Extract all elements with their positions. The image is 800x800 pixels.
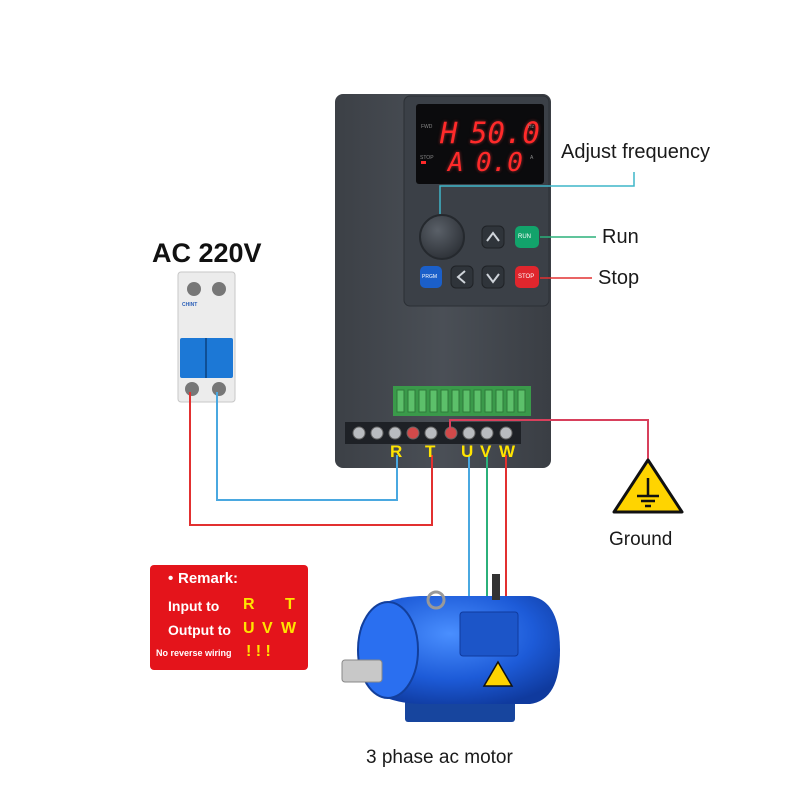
- control-terminal-pin: [396, 389, 405, 413]
- display-tag-fwd: FWD: [421, 124, 433, 130]
- motor-brake-lever: [492, 574, 500, 600]
- control-terminal-pin: [418, 389, 427, 413]
- inverter: [335, 94, 551, 468]
- wire-ground: [449, 419, 649, 462]
- display-bottom-prefix: A: [448, 148, 464, 178]
- control-terminal-pin: [451, 389, 460, 413]
- terminal-screw: [352, 426, 366, 440]
- control-terminal-pin: [462, 389, 471, 413]
- motor-end-cap: [357, 601, 419, 699]
- prog-button[interactable]: [420, 266, 442, 288]
- terminal-screw: [480, 426, 494, 440]
- control-terminal-pin: [429, 389, 438, 413]
- terminal-v-label: V: [480, 442, 492, 461]
- control-terminal-pin: [484, 389, 493, 413]
- adjust-frequency-label: Adjust frequency: [561, 141, 710, 163]
- control-terminal-pin: [440, 389, 449, 413]
- breaker-bottom-screw-2: [212, 382, 226, 396]
- motor-label: 3 phase ac motor: [366, 747, 513, 768]
- terminal-screw: [388, 426, 402, 440]
- motor-base: [405, 700, 515, 722]
- terminal-screw: [424, 426, 438, 440]
- leader-frequency: [439, 172, 635, 214]
- remark-warning: No reverse wiring: [156, 648, 232, 658]
- run-button-label: RUN: [518, 234, 531, 240]
- motor-lifting-eye: [426, 590, 446, 610]
- remark-bullet: •: [168, 570, 174, 587]
- circuit-breaker: [177, 271, 236, 403]
- terminal-t-label: T: [425, 442, 436, 461]
- control-terminal-pin: [506, 389, 515, 413]
- remark-output-label: Output to: [168, 622, 231, 638]
- chevron-down-icon: [486, 273, 500, 284]
- remark-box: • Remark: Input to R T Output to U V W N…: [150, 565, 308, 670]
- display-top-value: 50.0: [470, 116, 540, 150]
- breaker-brand: CHINT: [182, 302, 198, 308]
- breaker-top-screw-2: [212, 282, 226, 296]
- display-tag-amp: A: [530, 155, 534, 161]
- ground-label: Ground: [609, 529, 673, 550]
- prog-button-label: PRGM: [422, 274, 437, 280]
- chevron-left-icon: [456, 270, 466, 284]
- breaker-bottom-screw-1: [185, 382, 199, 396]
- control-terminal-pin: [495, 389, 504, 413]
- run-button[interactable]: [515, 226, 539, 248]
- terminal-r-label: R: [390, 442, 403, 461]
- motor-shaft: [341, 659, 383, 683]
- display-screen: [416, 104, 544, 184]
- remark-title: Remark:: [178, 570, 239, 587]
- wire-input-t: [189, 392, 433, 526]
- display-tag-hz: Hz: [528, 124, 535, 130]
- display-top-prefix: H: [440, 116, 458, 150]
- ground-symbol: [612, 458, 684, 514]
- control-terminal-pins: [396, 389, 526, 413]
- remark-output-w: W: [281, 620, 297, 637]
- display-tag-stop: STOP: [420, 155, 434, 161]
- stop-button[interactable]: [515, 266, 539, 288]
- terminal-screw: [370, 426, 384, 440]
- control-terminal-pin: [473, 389, 482, 413]
- remark-output-v: V: [262, 620, 273, 637]
- motor: [341, 574, 560, 722]
- motor-terminal-box: [459, 611, 519, 657]
- run-label: Run: [602, 226, 639, 248]
- remark-input-label: Input to: [168, 598, 220, 614]
- terminal-screws: [352, 426, 513, 440]
- display-bottom-value: 0.0: [476, 148, 523, 178]
- control-terminal-pin: [407, 389, 416, 413]
- stop-label: Stop: [598, 267, 640, 289]
- remark-input-r: R: [243, 596, 255, 613]
- wire-input-r: [216, 392, 398, 501]
- terminal-w-label: W: [499, 442, 516, 461]
- terminal-screw: [462, 426, 476, 440]
- terminal-screw: [406, 426, 420, 440]
- remark-output-u: U: [243, 620, 255, 637]
- terminal-screw: [499, 426, 513, 440]
- chevron-up-icon: [486, 231, 500, 242]
- control-terminal-pin: [517, 389, 526, 413]
- stop-indicator-led: [421, 161, 426, 164]
- up-button[interactable]: [481, 225, 505, 249]
- breaker-body: [177, 271, 236, 403]
- frequency-knob[interactable]: [419, 214, 465, 260]
- stop-button-label: STOP: [518, 274, 535, 280]
- shift-button[interactable]: [450, 265, 474, 289]
- motor-warning-icon: [482, 660, 514, 687]
- remark-input-t: T: [285, 596, 295, 613]
- remark-warning-marks: ! ! !: [246, 643, 271, 660]
- down-button[interactable]: [481, 265, 505, 289]
- breaker-top-screw-1: [187, 282, 201, 296]
- terminal-u-label: U: [461, 442, 474, 461]
- supply-label: AC 220V: [152, 238, 262, 268]
